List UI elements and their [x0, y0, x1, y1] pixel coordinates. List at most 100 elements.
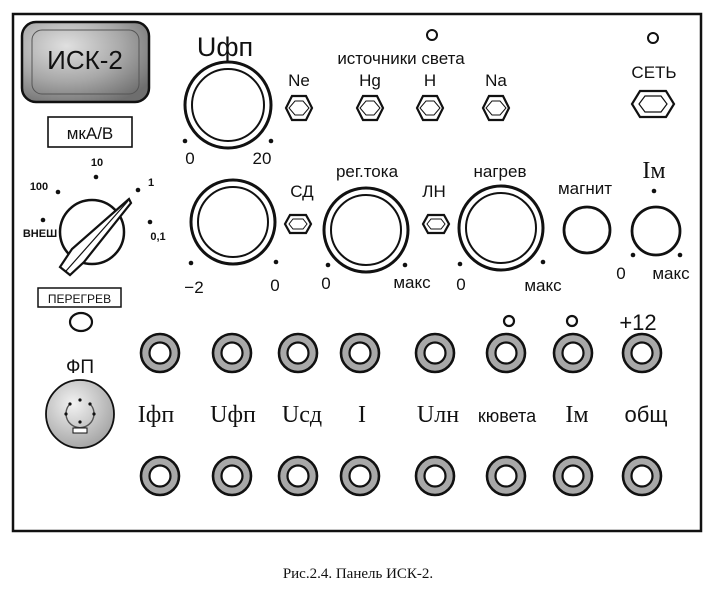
range-switch[interactable]	[58, 197, 133, 277]
top-jack-4[interactable]	[414, 332, 456, 374]
power-indicator-lamp	[647, 32, 659, 44]
ufp-min-label: 0	[185, 149, 194, 168]
ln-button[interactable]	[421, 213, 451, 235]
current-reg-dot-min	[325, 262, 331, 268]
figure-caption: Рис.2.4. Панель ИСК-2.	[283, 566, 433, 582]
overheat-label: ПЕРЕГРЕВ	[48, 292, 111, 306]
source-button-na[interactable]	[481, 94, 511, 122]
light-sources-heading: источники света	[337, 49, 465, 68]
switch-label-1: 1	[148, 177, 154, 189]
im-knob-label: Iм	[642, 158, 665, 184]
jack-label-7: общ	[625, 402, 668, 427]
units-label: мкА/В	[67, 124, 114, 143]
bottom-jack-1[interactable]	[211, 455, 253, 497]
switch-label-10: 10	[91, 157, 103, 169]
source-button-hg[interactable]	[355, 94, 385, 122]
switch-dot-1	[135, 187, 141, 193]
power-label: СЕТЬ	[631, 63, 676, 82]
panel-title: ИСК-2	[47, 45, 123, 75]
im-dot-min	[630, 252, 636, 258]
sd-button[interactable]	[283, 213, 313, 235]
bottom-jack-4[interactable]	[414, 455, 456, 497]
im-knob-dot-top	[651, 188, 657, 194]
top-jack-7[interactable]	[621, 332, 663, 374]
jack-label-2: Uсд	[282, 402, 322, 428]
switch-label-0-1: 0,1	[150, 231, 165, 243]
plus12-label: +12	[619, 310, 656, 335]
im-min-label: 0	[616, 264, 625, 283]
ln-button-inner	[426, 218, 446, 230]
kuveta-indicator-lamp	[502, 314, 516, 328]
ufp-dot-min	[182, 138, 188, 144]
source-button-ne[interactable]	[284, 94, 314, 122]
im-indicator-lamp	[565, 314, 579, 328]
power-button-inner	[638, 95, 668, 113]
bottom-jack-3[interactable]	[339, 455, 381, 497]
current-reg-dot-max	[402, 262, 408, 268]
sd-knob-dot-max	[273, 259, 279, 265]
ufp-knob[interactable]	[183, 60, 273, 150]
jack-label-6: Iм	[565, 402, 588, 428]
heating-knob[interactable]	[457, 184, 545, 272]
top-jack-5[interactable]	[485, 332, 527, 374]
sd-knob-dot-min	[188, 260, 194, 266]
magnet-knob-label: магнит	[558, 179, 612, 198]
source-label-hg: Hg	[359, 71, 381, 90]
sd-knob-min-label: −2	[184, 278, 203, 297]
power-button[interactable]	[630, 89, 676, 119]
switch-dot-external	[40, 217, 46, 223]
bottom-jack-7[interactable]	[621, 455, 663, 497]
heating-max-label: макс	[524, 276, 562, 295]
heating-knob-label: нагрев	[474, 162, 527, 181]
source-label-na: Na	[485, 71, 507, 90]
source-label-ne: Ne	[288, 71, 310, 90]
heating-dot-min	[457, 261, 463, 267]
sd-button-inner	[288, 218, 308, 230]
source-button-inner-h	[419, 100, 441, 116]
bottom-jack-5[interactable]	[485, 455, 527, 497]
im-max-label: макс	[652, 264, 690, 283]
jack-label-4: Uлн	[417, 402, 459, 428]
jack-label-0: Iфп	[138, 402, 175, 428]
bottom-jack-0[interactable]	[139, 455, 181, 497]
current-reg-max-label: макс	[393, 273, 431, 292]
fp-label: ФП	[66, 357, 94, 378]
switch-label-100: 100	[30, 181, 48, 193]
jack-label-5: кювета	[478, 406, 537, 426]
top-jack-0[interactable]	[139, 332, 181, 374]
top-jack-3[interactable]	[339, 332, 381, 374]
heating-min-label: 0	[456, 275, 465, 294]
source-button-inner-hg	[359, 100, 381, 116]
im-knob[interactable]	[630, 205, 682, 257]
top-jack-2[interactable]	[277, 332, 319, 374]
switch-dot-0-1	[147, 219, 153, 225]
sources-indicator-lamp	[426, 29, 438, 41]
ufp-knob-label: Uфп	[197, 32, 253, 62]
jack-label-3: I	[358, 402, 366, 428]
magnet-knob[interactable]	[562, 205, 612, 255]
title-plate	[20, 20, 151, 104]
units-box	[47, 116, 133, 148]
im-dot-max	[677, 252, 683, 258]
switch-dot-100	[55, 189, 61, 195]
current-reg-knob[interactable]	[322, 186, 410, 274]
top-jack-6[interactable]	[552, 332, 594, 374]
bottom-jack-2[interactable]	[277, 455, 319, 497]
ufp-max-label: 20	[253, 149, 272, 168]
current-reg-min-label: 0	[321, 274, 330, 293]
overheat-lamp	[68, 311, 94, 333]
heating-dot-max	[540, 259, 546, 265]
bottom-jack-6[interactable]	[552, 455, 594, 497]
fp-connector[interactable]	[45, 379, 115, 449]
ufp-dot-max	[268, 138, 274, 144]
source-button-h[interactable]	[415, 94, 445, 122]
source-button-inner-ne	[288, 100, 310, 116]
switch-label-external: ВНЕШ	[23, 228, 57, 240]
top-jack-1[interactable]	[211, 332, 253, 374]
source-label-h: H	[424, 71, 436, 90]
switch-dot-10	[93, 174, 99, 180]
ln-button-label: ЛН	[422, 182, 445, 201]
sd-knob[interactable]	[189, 178, 277, 266]
